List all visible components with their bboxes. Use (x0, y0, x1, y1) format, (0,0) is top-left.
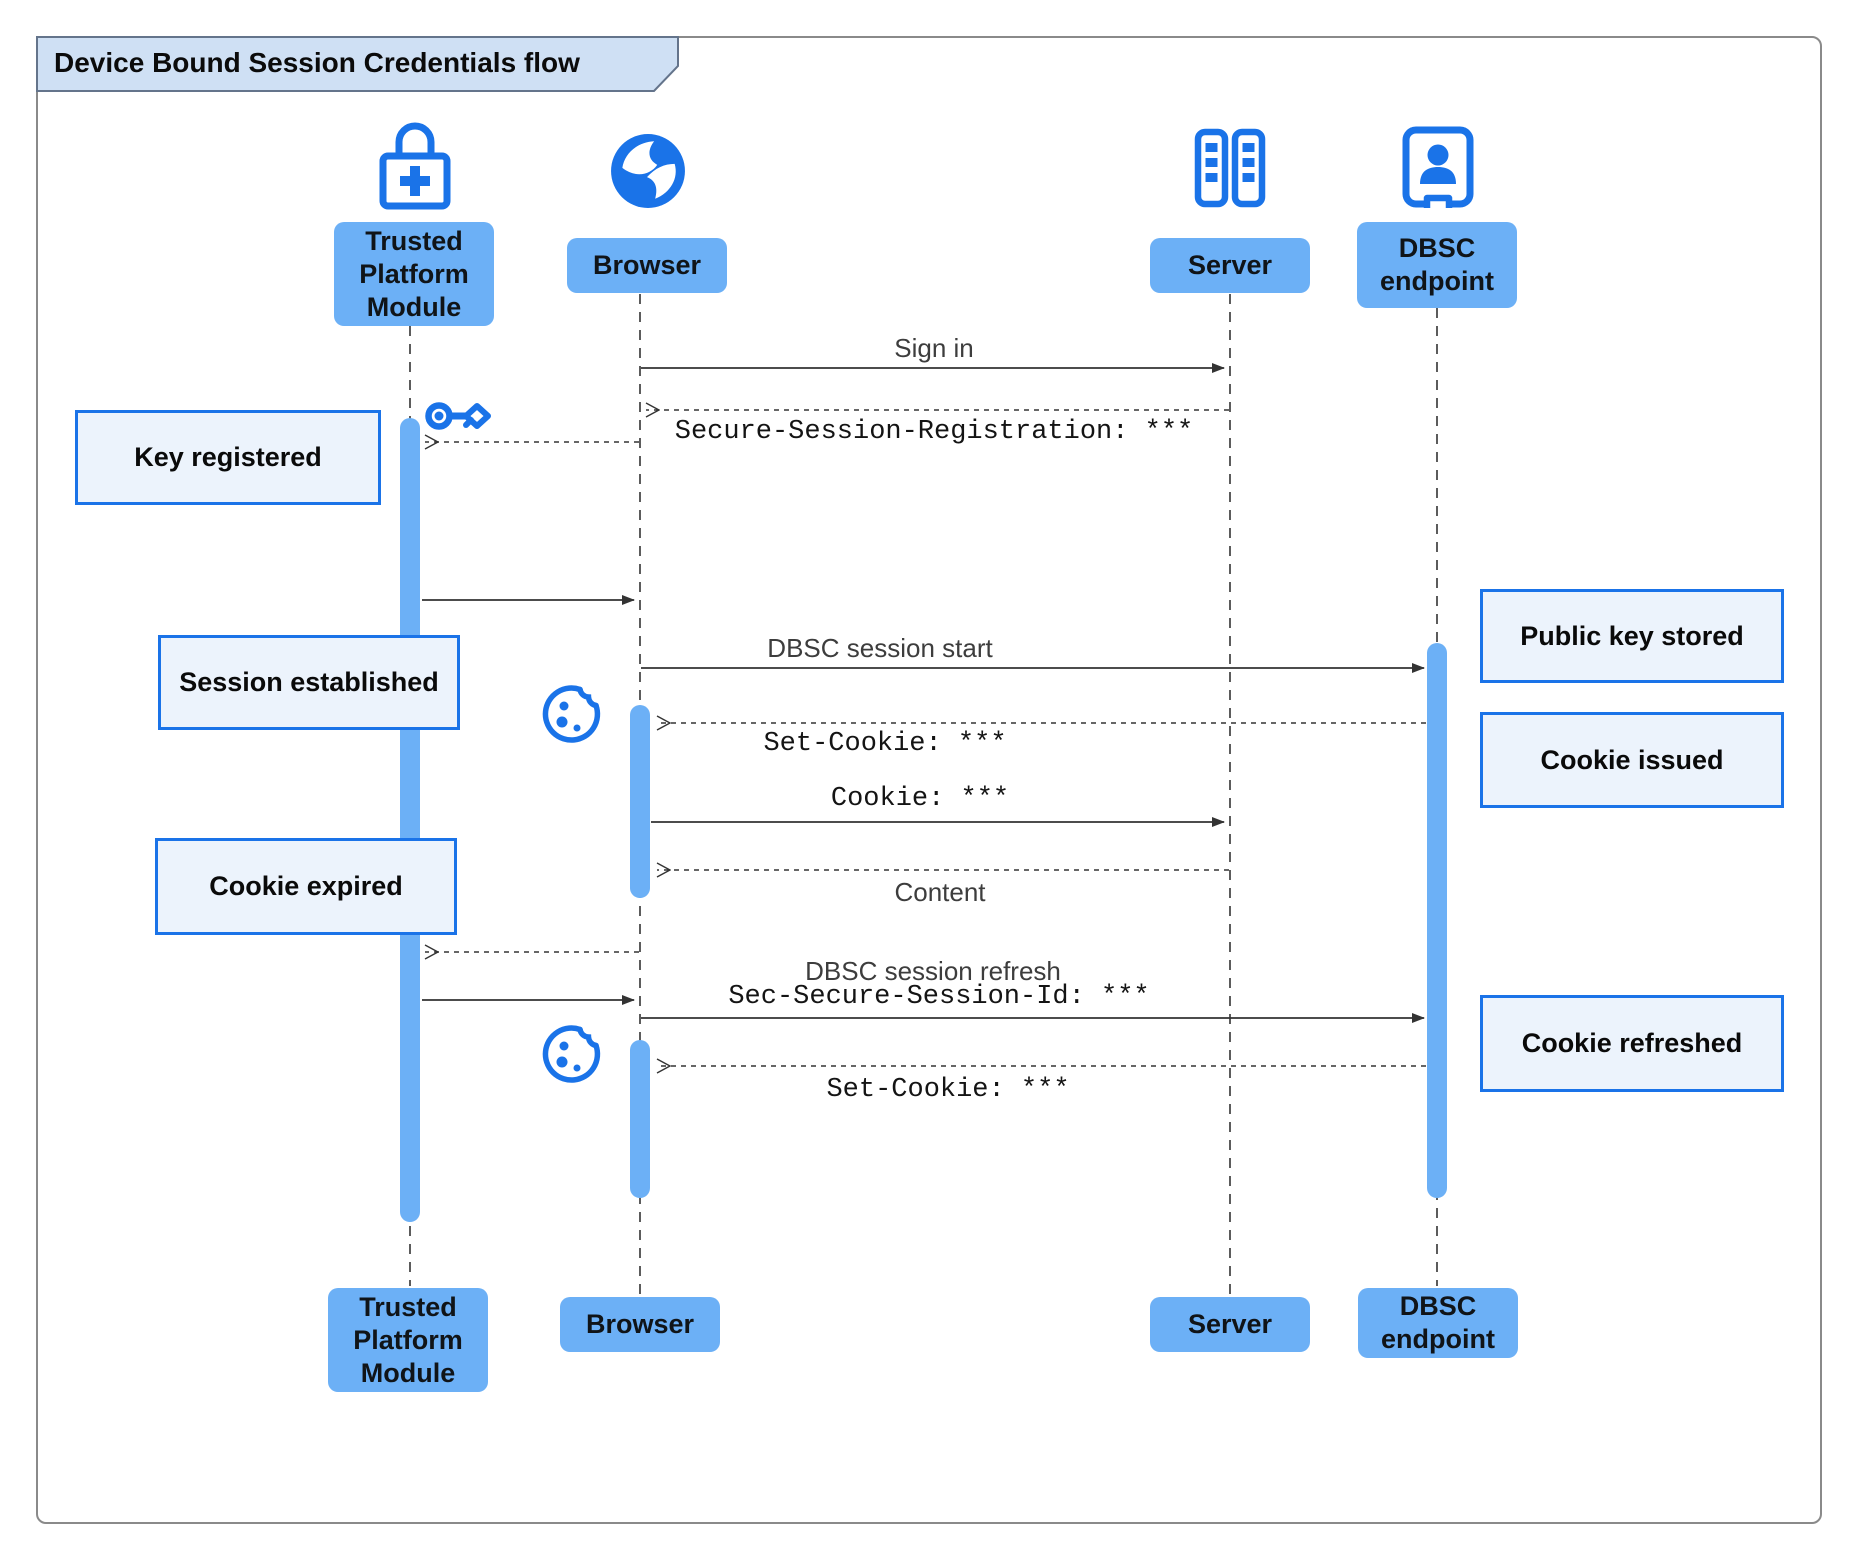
cookie-icon-1 (541, 681, 605, 745)
server-racks-icon (1193, 128, 1267, 208)
actor-label-server-bottom: Server (1150, 1297, 1310, 1352)
note-cookie-refreshed: Cookie refreshed (1480, 995, 1784, 1092)
message-label-sec-secure-session-id: Sec-Secure-Session-Id: *** (728, 982, 1150, 1012)
activation-bar-browser-2 (630, 1040, 650, 1198)
note-cookie-expired: Cookie expired (155, 838, 457, 935)
note-public-key-stored: Public key stored (1480, 589, 1784, 683)
note-cookie-issued: Cookie issued (1480, 712, 1784, 808)
actor-label-browser-bottom: Browser (560, 1297, 720, 1352)
title-tab (36, 36, 679, 92)
globe-icon (609, 132, 687, 210)
message-label-dbsc-session-refresh: DBSC session refresh (805, 956, 1061, 986)
note-session-established: Session established (158, 635, 460, 730)
actor-label-tpm-bottom: Trusted Platform Module (328, 1288, 488, 1392)
note-key-registered: Key registered (75, 410, 381, 505)
message-label-set-cookie-1: Set-Cookie: *** (763, 729, 1007, 759)
actor-label-browser-top: Browser (567, 238, 727, 293)
lock-plus-icon (375, 116, 455, 210)
activation-bar-browser-1 (630, 705, 650, 898)
actor-label-dbsc-bottom: DBSC endpoint (1358, 1288, 1518, 1358)
cookie-icon-2 (541, 1021, 605, 1085)
message-label-secure-session-registration: Secure-Session-Registration: *** (674, 417, 1194, 447)
actor-label-tpm-top: Trusted Platform Module (334, 222, 494, 326)
key-icon (424, 392, 492, 440)
message-label-dbsc-session-start: DBSC session start (767, 633, 993, 663)
activation-bar-dbsc-endpoint (1427, 643, 1447, 1198)
actor-label-dbsc-top: DBSC endpoint (1357, 222, 1517, 308)
page-title: Device Bound Session Credentials flow (54, 47, 580, 78)
kiosk-person-icon (1401, 126, 1475, 210)
message-label-cookie: Cookie: *** (830, 784, 1010, 814)
message-label-content: Content (894, 877, 986, 907)
message-label-sign-in: Sign in (894, 333, 974, 363)
diagram-frame (36, 36, 1822, 1524)
actor-label-server-top: Server (1150, 238, 1310, 293)
activation-bar-tpm (400, 418, 420, 1222)
message-label-set-cookie-2: Set-Cookie: *** (826, 1075, 1070, 1105)
